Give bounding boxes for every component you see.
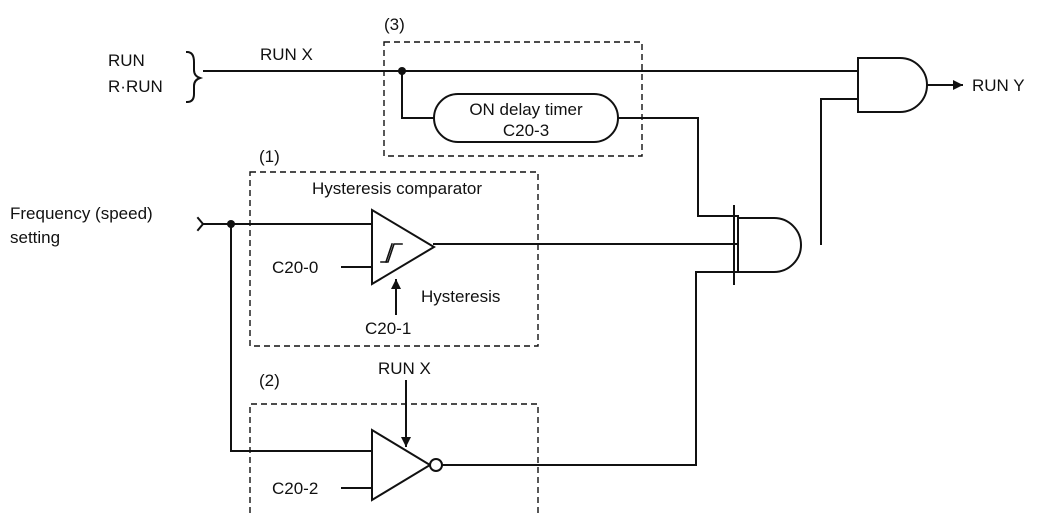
block2-box (249, 403, 539, 513)
hysteresis-symbol (380, 243, 403, 263)
block2-number: (2) (259, 371, 280, 390)
block1-title: Hysteresis comparator (312, 179, 482, 198)
block1-box (249, 171, 539, 347)
c20-0-label: C20-0 (272, 258, 318, 277)
block3-box (383, 41, 643, 157)
inverter-output-wire (441, 271, 739, 466)
c20-1-label: C20-1 (365, 319, 411, 338)
frequency-branch-wire (230, 223, 373, 452)
timer-label-line1: ON delay timer (469, 100, 583, 119)
run-x-top-label: RUN X (260, 45, 313, 64)
timer-label-line2: C20-3 (503, 121, 549, 140)
run-y-label: RUN Y (972, 76, 1025, 95)
frequency-label-line2: setting (10, 228, 60, 247)
block1-number: (1) (259, 147, 280, 166)
and-to-and-wire (820, 98, 859, 245)
input-run-label: RUN (108, 51, 145, 70)
input-r-run-label: R·RUN (108, 77, 163, 96)
block3-number: (3) (384, 15, 405, 34)
inverting-comparator (371, 428, 432, 502)
and-gate-output (857, 57, 928, 113)
hysteresis-comparator (371, 208, 436, 286)
hysteresis-symbol-return (384, 242, 394, 264)
timer-output-wire (617, 117, 739, 217)
inverter-bubble (429, 458, 443, 472)
input-brace (185, 50, 204, 104)
run-x-bottom-label: RUN X (378, 359, 431, 378)
c20-2-label: C20-2 (272, 479, 318, 498)
timer-input-wire (401, 70, 435, 119)
hysteresis-label: Hysteresis (421, 287, 500, 306)
frequency-label-line1: Frequency (speed) (10, 204, 153, 223)
and-gate-three-input (737, 217, 802, 273)
